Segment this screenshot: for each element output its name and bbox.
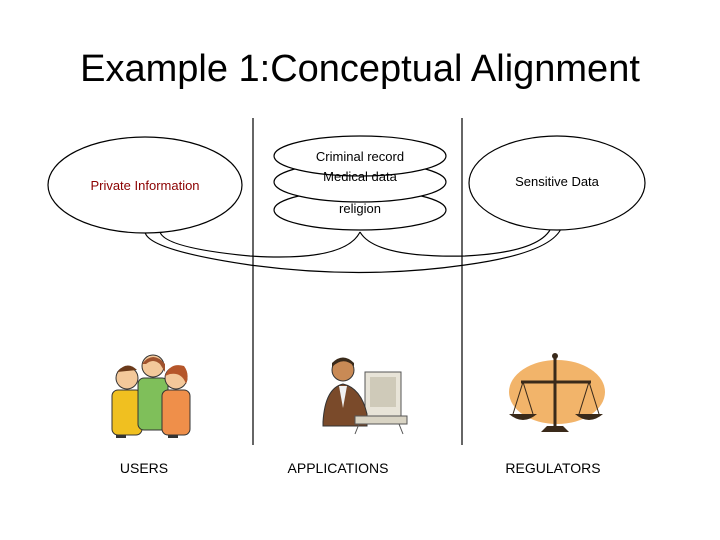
balance-scale-icon [509,353,605,432]
slide-title: Example 1:Conceptual Alignment [80,48,640,90]
inner-left-connector-curve [159,231,361,258]
applications-label: APPLICATIONS [287,460,389,476]
regulators-label: REGULATORS [505,460,601,476]
inner-right-connector-curve [359,221,554,257]
criminal-record-ellipse [273,135,447,177]
religion-label: religion [339,201,381,216]
person-at-computer-icon [322,357,408,435]
criminal-record-label: Criminal record [315,149,405,164]
medical-data-label: Medical data [323,171,397,184]
private-information-label: Private Information [90,178,200,193]
people-clipart-icon [111,354,191,438]
sensitive-data-label: Sensitive Data [515,174,599,189]
sensitive-data-ellipse [468,135,646,231]
users-label: USERS [119,460,169,476]
private-information-ellipse [47,136,243,234]
outer-connector-curve [144,221,564,274]
